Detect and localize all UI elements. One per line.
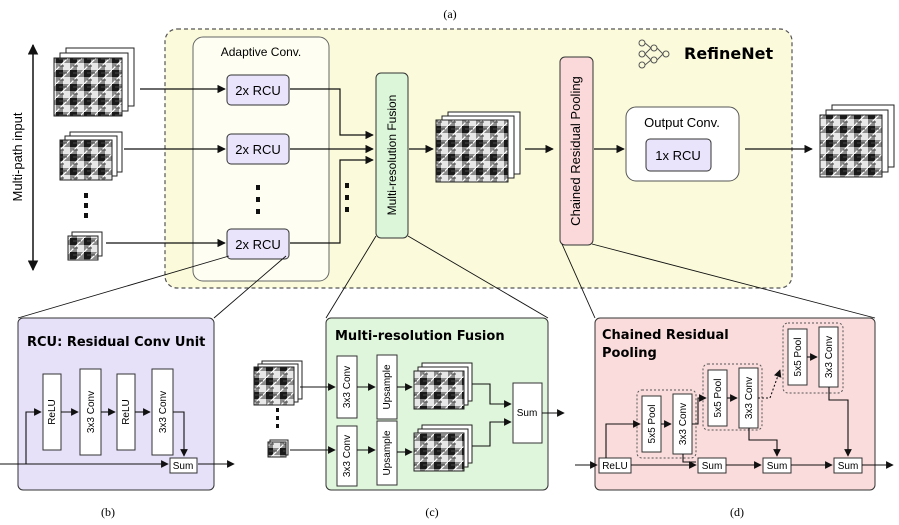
mrf-input-image-large [253, 360, 303, 406]
rcu-box-3 [226, 228, 290, 260]
crp-conv-3-label: 3x3 Conv [824, 336, 835, 378]
multi-path-input-label: Multi-path input [10, 112, 25, 201]
fusion-dots [345, 183, 349, 212]
crp-pool-1-label: 5x5 Pool [647, 405, 658, 444]
rcu-conv-2-label: 3x3 Conv [158, 391, 169, 433]
mrf-sum [512, 382, 543, 444]
rcu-box-3-label: 2x RCU [235, 237, 281, 252]
mrf-feature-image-1 [413, 362, 473, 410]
mrf-feature-image-2 [413, 424, 473, 472]
panel-c-label: (c) [425, 505, 438, 519]
panel-a-label: (a) [443, 7, 456, 21]
mrf-upsample-1-label: Upsample [382, 364, 393, 409]
output-rcu-label: 1x RCU [655, 148, 701, 163]
mrf-upsample-2-label: Upsample [382, 430, 393, 475]
crp-conv-1-label: 3x3 Conv [678, 403, 689, 445]
crp-pool-3-label: 5x5 Pool [793, 338, 804, 377]
mrf-box [375, 72, 409, 239]
rcu-box-2-label: 2x RCU [235, 142, 281, 157]
mrf-panel-title: Multi-resolution Fusion [335, 329, 505, 344]
output-rcu-box [645, 138, 712, 172]
rcu-sum-label: Sum [173, 461, 194, 472]
fused-feature-image [435, 111, 521, 183]
adaptive-dots [256, 185, 260, 214]
rcu-conv-1-label: 3x3 Conv [86, 391, 97, 433]
input-image-large [53, 47, 135, 117]
mrf-conv-2-label: 3x3 Conv [342, 435, 353, 477]
panel-b-label: (b) [101, 505, 115, 519]
crp-sum-3-label: Sum [838, 461, 859, 472]
adaptive-conv-label: Adaptive Conv. [221, 45, 302, 59]
rcu-relu-1-label: ReLU [47, 399, 58, 425]
rcu-relu-2-label: ReLU [121, 399, 132, 425]
zoom-lines [17, 235, 876, 319]
mrf-conv-2 [336, 425, 358, 487]
mrf-input-dots [276, 408, 279, 428]
mrf-flow [290, 383, 565, 456]
rcu-to-fusion-arrows [290, 88, 374, 244]
mrf-sum-label: Sum [517, 408, 538, 419]
crp-sum-1-label: Sum [702, 461, 723, 472]
crp-conv-2-label: 3x3 Conv [744, 377, 755, 419]
mrf-upsample-2 [376, 420, 398, 486]
rcu-flow [0, 408, 235, 468]
crp-pool-2-label: 5x5 Pool [713, 379, 724, 418]
crp-flow [575, 353, 894, 469]
mrf-input-image-small [267, 439, 289, 458]
crp-group-3 [782, 322, 844, 394]
rcu-box-1 [226, 74, 290, 106]
crp-panel-title-line1: Chained Residual [602, 328, 729, 343]
crp-box [559, 56, 594, 246]
panel-d-label: (d) [730, 505, 744, 519]
crp-box-label: Chained Residual Pooling [568, 76, 583, 226]
input-dots [84, 193, 88, 218]
output-conv-label: Output Conv. [644, 115, 720, 130]
rcu-box-1-label: 2x RCU [235, 83, 281, 98]
output-image [819, 104, 895, 178]
crp-sum-2-label: Sum [767, 461, 788, 472]
network-icon [638, 39, 670, 69]
input-image-medium [59, 131, 123, 181]
rcu-box-2 [226, 133, 290, 165]
input-arrows [106, 84, 226, 248]
crp-panel-title-line2: Pooling [602, 346, 657, 361]
input-image-small [67, 231, 103, 261]
refinenet-title: RefineNet [684, 44, 774, 63]
crp-relu-label: ReLU [602, 461, 628, 472]
mrf-conv-1-label: 3x3 Conv [342, 366, 353, 408]
mrf-box-label: Multi-resolution Fusion [385, 95, 399, 216]
rcu-panel-title: RCU: Residual Conv Unit [27, 335, 205, 350]
rcu-sum [169, 457, 198, 474]
